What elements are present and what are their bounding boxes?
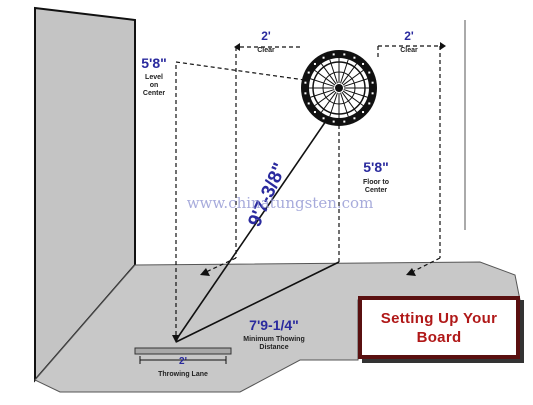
board-spoke (314, 90, 336, 107)
throw-distance-value: 7'9-1/4" (249, 317, 299, 333)
throw-distance-label-2: Distance (259, 344, 288, 351)
board-number-mark (361, 110, 366, 115)
board-number-mark (342, 52, 347, 57)
board-spoke (320, 63, 337, 85)
board-number-mark (367, 70, 372, 75)
board-number-mark (306, 101, 311, 106)
board-spoke (341, 63, 358, 85)
clear-left-value: 2' (261, 29, 271, 43)
floor-label-2: Center (365, 187, 387, 194)
board-spoke (314, 69, 336, 86)
back-wall (135, 20, 465, 265)
board-spoke (342, 69, 364, 86)
board-spoke (340, 92, 349, 117)
level-label-1: Level (145, 74, 163, 81)
board-number-mark (370, 91, 375, 96)
board-number-mark (331, 52, 336, 57)
title-box: Setting Up Your Board (358, 296, 520, 359)
throwing-lane-value: 2' (179, 356, 187, 367)
watermark-text: www.chinatungsten.com (187, 194, 374, 212)
board-number-mark (303, 80, 308, 85)
board-spoke (342, 90, 364, 107)
board-number-mark (352, 55, 357, 60)
board-spoke (341, 91, 358, 113)
dartboard (301, 50, 377, 126)
board-number-mark (306, 70, 311, 75)
board-spoke (343, 89, 368, 98)
clear-right-label: Clear (400, 47, 418, 54)
board-number-mark (367, 101, 372, 106)
board-spoke (320, 91, 337, 113)
board-spoke (310, 78, 335, 87)
throwing-lane-bar (134, 347, 232, 355)
board-spoke (310, 89, 335, 98)
board-number-mark (321, 55, 326, 60)
board-spoke (329, 59, 338, 84)
title-line-2: Board (416, 328, 462, 346)
level-label-2: on (150, 82, 159, 89)
board-number-mark (352, 116, 357, 121)
clear-right-value: 2' (404, 29, 414, 43)
board-spoke (340, 59, 349, 84)
floor-height-value: 5'8" (363, 159, 389, 175)
floor-label-1: Floor to (363, 179, 389, 186)
clear-left-label: Clear (257, 47, 275, 54)
board-spoke (343, 78, 368, 87)
board-number-mark (370, 80, 375, 85)
board-number-mark (342, 119, 347, 124)
board-number-mark (321, 116, 326, 121)
board-number-mark (303, 91, 308, 96)
board-number-mark (361, 61, 366, 66)
board-number-mark (312, 61, 317, 66)
level-height-value: 5'8" (141, 55, 167, 71)
title-line-1: Setting Up Your (380, 309, 498, 327)
level-label-3: Center (143, 90, 165, 97)
board-number-mark (312, 110, 317, 115)
board-number-mark (331, 119, 336, 124)
throwing-lane-label: Throwing Lane (158, 371, 208, 378)
board-spoke (329, 92, 338, 117)
throw-distance-label-1: Minimum Thowing (243, 336, 304, 343)
